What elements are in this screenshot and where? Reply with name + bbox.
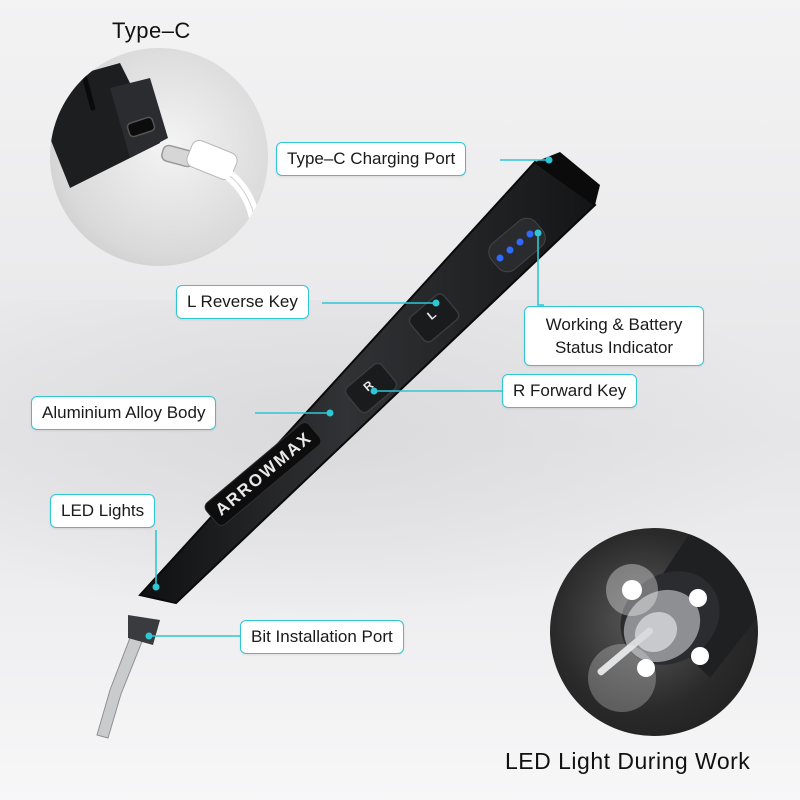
callout-dots bbox=[145, 156, 553, 640]
status-indicator-label: Working & Battery Status Indicator bbox=[524, 306, 704, 366]
callout-lines bbox=[149, 159, 549, 637]
bit-port-label: Bit Installation Port bbox=[240, 620, 404, 654]
brand-plate bbox=[204, 422, 322, 526]
type-c-closeup-circle bbox=[50, 48, 268, 266]
alloy-body-label: Aluminium Alloy Body bbox=[31, 396, 217, 430]
screwdriver-bit bbox=[96, 629, 146, 739]
led-closeup-circle bbox=[550, 528, 758, 736]
type-c-title: Type–C bbox=[112, 18, 191, 43]
charging-port-label: Type–C Charging Port bbox=[276, 142, 467, 176]
led-during-work-title: LED Light During Work bbox=[505, 748, 751, 774]
r-key bbox=[344, 362, 398, 414]
pen-end-cap bbox=[535, 152, 600, 205]
l-key bbox=[408, 293, 460, 343]
led-lights-label: LED Lights bbox=[50, 494, 156, 528]
led-tool-illustration bbox=[588, 528, 758, 712]
status-indicator-leds bbox=[496, 230, 534, 262]
reverse-key-label: L Reverse Key bbox=[176, 285, 309, 319]
forward-key-label: R Forward Key bbox=[502, 374, 638, 408]
